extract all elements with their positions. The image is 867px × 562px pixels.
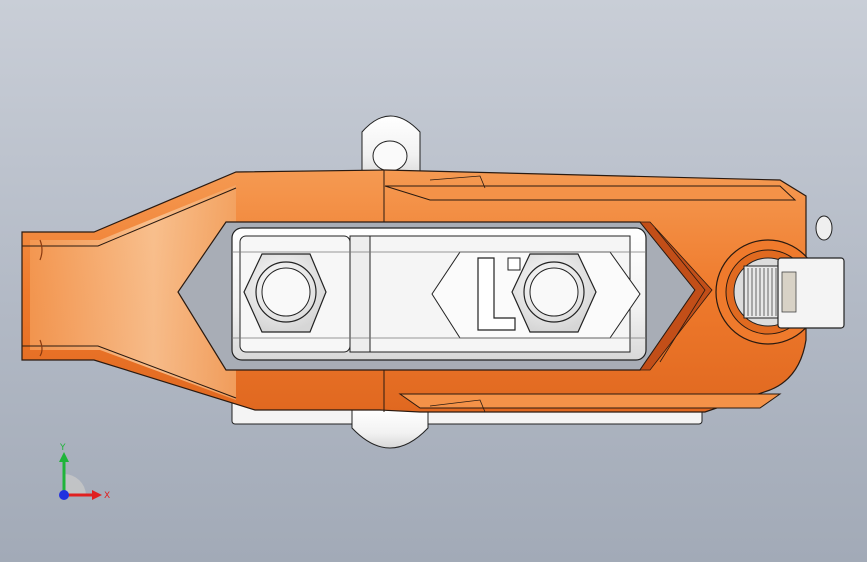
z-axis-dot — [59, 490, 69, 500]
hex-nut-right — [511, 253, 597, 333]
x-axis-label: X — [104, 491, 110, 501]
frame-jaw-edge — [22, 187, 237, 399]
adjust-slot — [477, 257, 516, 331]
threaded-bolt — [743, 257, 845, 329]
top-rail — [384, 185, 797, 201]
top-pin — [361, 115, 421, 181]
bottom-rail — [398, 393, 782, 409]
y-axis-label: Y — [59, 443, 66, 453]
right-knob — [815, 215, 833, 241]
bottom-pin — [351, 409, 429, 449]
hex-nut-left — [243, 253, 327, 333]
axis-triad: Y X — [59, 443, 110, 501]
